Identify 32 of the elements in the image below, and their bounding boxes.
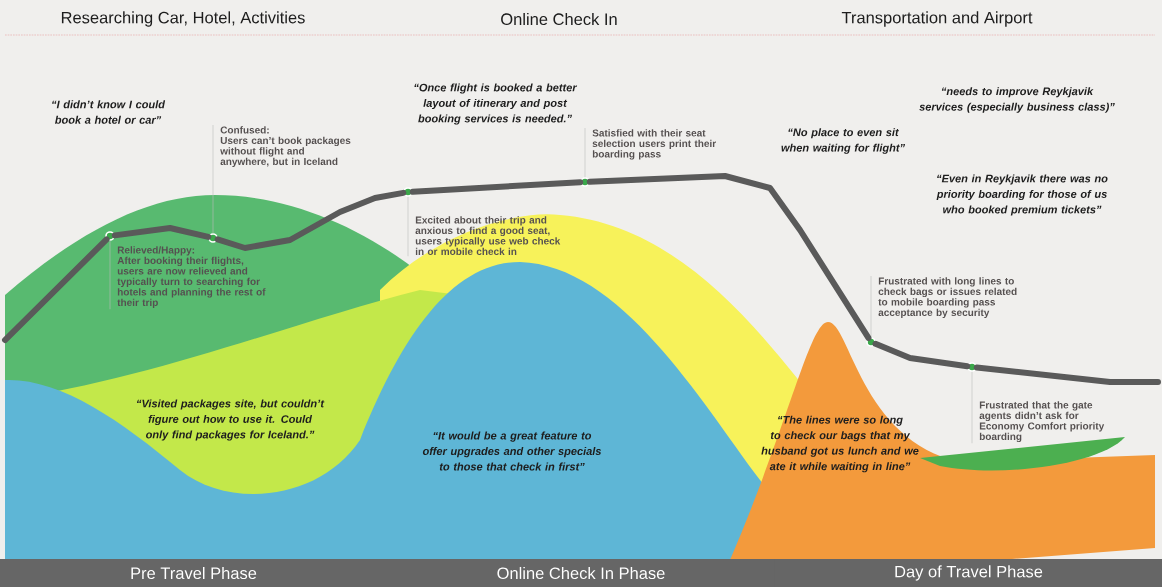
quote-text: “needs to improve Reykjavik services (especially business class)” (919, 87, 1115, 113)
annotation-text: Excited about their trip and anxious to find a good seat, users typically use web check in or mobile check in (415, 216, 561, 256)
annotation-text: Relieved/Happy: After booking their flights, users are now relieved and typically turn to searching for hotels and planning the rest of their trip (117, 246, 266, 308)
annotation-text: Satisfied with their seat selection users print their boarding pass (592, 129, 716, 160)
journey-line (111, 225, 212, 240)
phase-label: Day of Travel Phase (774, 559, 1162, 587)
journey-line (973, 364, 1161, 385)
journey-line (409, 179, 584, 195)
point-marker (105, 231, 115, 241)
journey-line (2, 236, 110, 343)
journey-line (872, 340, 971, 370)
point-marker (208, 233, 218, 243)
quote-text: “Visited packages site, but couldn’t figure out how to use it. Could only find packages for Iceland.” (137, 399, 325, 441)
annotation-text: Frustrated with long lines to check bags or issues related to mobile boarding pass acceptance by security (878, 277, 1017, 318)
phase-label: Online Check In Phase (387, 559, 775, 587)
journey-line (214, 189, 407, 251)
point-marker (403, 187, 413, 197)
point-marker (967, 362, 977, 372)
journey-line (586, 173, 872, 341)
section-heading: Researching Car, Hotel, Activities (61, 11, 305, 27)
quote-text: “Once flight is booked a better layout of itinerary and post booking services is needed.” (414, 83, 578, 125)
annotation-text: Frustrated that the gate agents didn’t ask for Economy Comfort priority boarding (979, 401, 1105, 443)
phase-label: Pre Travel Phase (0, 559, 388, 587)
quote-text: “No place to even sit when waiting for flight” (781, 128, 905, 154)
point-marker (580, 177, 590, 187)
quote-text: “I didn’t know I could book a hotel or car” (52, 100, 166, 124)
section-heading: Transportation and Airport (841, 11, 1033, 27)
point-marker (866, 337, 876, 347)
quote-text: “It would be a great feature to offer upgrades and other specials to those that check in first” (422, 431, 602, 471)
annotation-text: Confused: Users can’t book packages without flight and anywhere, but in Iceland (220, 126, 351, 167)
section-heading: Online Check In (501, 12, 617, 26)
quote-text: “Even in Reykjavik there was no priority boarding for those of us who booked premium tickets” (936, 174, 1108, 216)
